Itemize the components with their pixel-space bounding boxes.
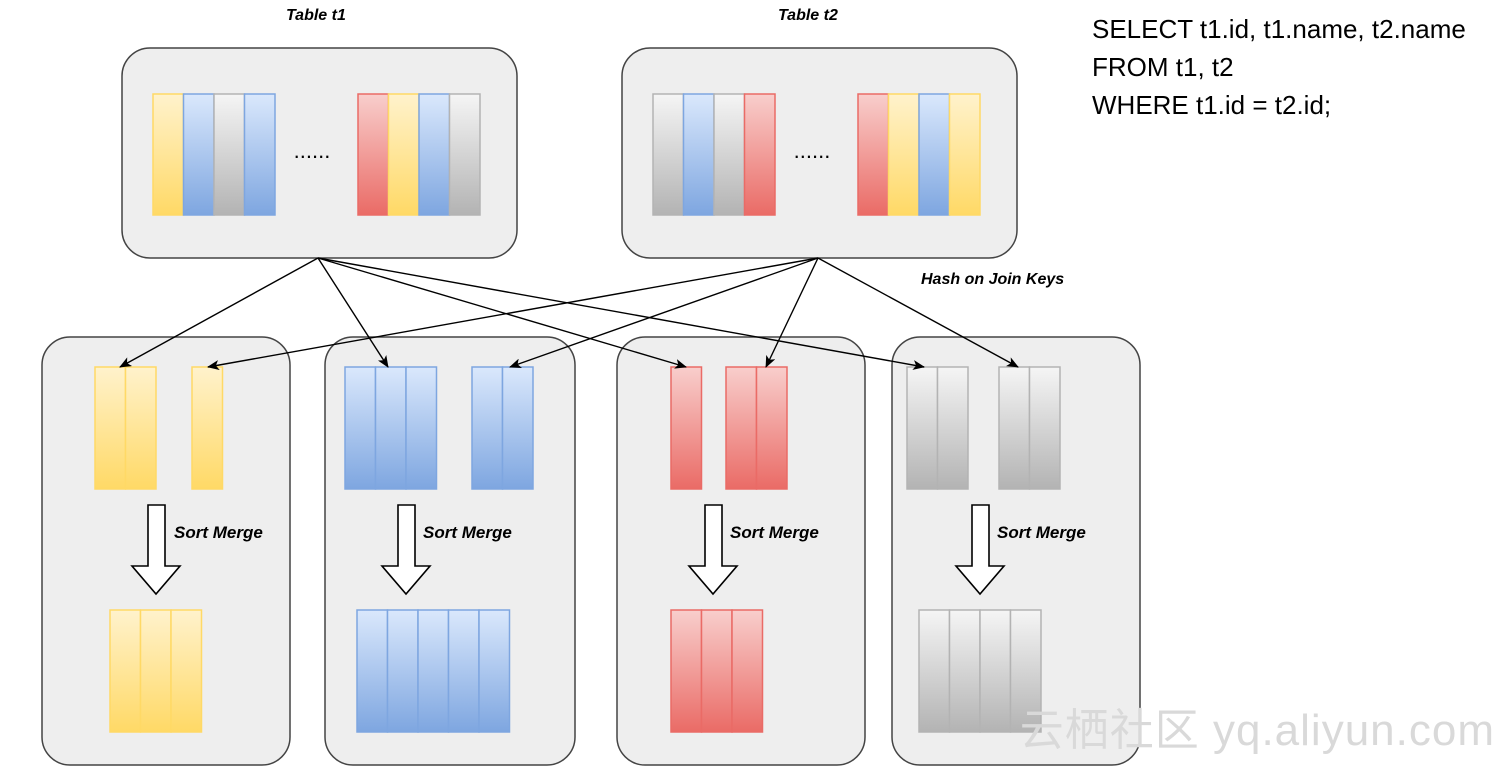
watermark: 云栖社区 yq.aliyun.com bbox=[1019, 706, 1495, 755]
partition-1-merged-column-2 bbox=[139, 609, 172, 733]
partition-4-merged-column-4 bbox=[1009, 609, 1042, 733]
partition-2-t1-column-1 bbox=[344, 366, 377, 490]
partition-1-merged-column-1 bbox=[109, 609, 142, 733]
sql-line-1: SELECT t1.id, t1.name, t2.name bbox=[1092, 14, 1466, 44]
arrow-t2-to-p2 bbox=[509, 257, 819, 369]
sort-merge-label-2: Sort Merge bbox=[423, 523, 512, 542]
partition-4-merged-column-3 bbox=[979, 609, 1012, 733]
partition-2-t1-column-3 bbox=[405, 366, 438, 490]
partition-1-t2-column-1 bbox=[191, 366, 224, 490]
partition-2-t1-column-2 bbox=[374, 366, 407, 490]
arrow-t1-to-p3 bbox=[317, 257, 687, 369]
partition-4-merged-column-2 bbox=[948, 609, 981, 733]
sort-merge-label-3: Sort Merge bbox=[730, 523, 819, 542]
hash-arrows-t1 bbox=[119, 257, 925, 370]
table-t2-column-right-4 bbox=[948, 93, 981, 216]
arrow-t1-to-p1 bbox=[119, 257, 319, 368]
partition-4-t2-column-2 bbox=[1028, 366, 1061, 490]
partition-3-t2-column-1 bbox=[725, 366, 758, 490]
partition-3-merged-column-2 bbox=[700, 609, 733, 733]
table-t1-column-left-2 bbox=[182, 93, 215, 216]
sort-merge-arrow-icon-2 bbox=[380, 504, 432, 596]
table-t2-column-right-2 bbox=[887, 93, 920, 216]
partition-4-t1-column-2 bbox=[936, 366, 969, 490]
partition-2-t2-column-1 bbox=[471, 366, 504, 490]
sql-line-2: FROM t1, t2 bbox=[1092, 52, 1234, 82]
partition-3-t1-column-1 bbox=[670, 366, 703, 490]
table-t2-column-left-4 bbox=[743, 93, 776, 216]
sql-query: SELECT t1.id, t1.name, t2.name FROM t1, … bbox=[1092, 10, 1466, 124]
table-t1-column-left-4 bbox=[243, 93, 276, 216]
sort-merge-arrow-icon-3 bbox=[687, 504, 739, 596]
partition-2-merged-column-4 bbox=[447, 609, 480, 733]
partition-1-t1-column-1 bbox=[94, 366, 127, 490]
t2-ellipsis: ...... bbox=[794, 138, 831, 163]
arrow-t1-to-p4 bbox=[317, 257, 925, 370]
partition-4-t1-column-1 bbox=[906, 366, 939, 490]
table-t1-column-right-1 bbox=[357, 93, 390, 216]
partition-3-t2-column-2 bbox=[755, 366, 788, 490]
partition-3-merged-column-1 bbox=[670, 609, 703, 733]
table-t2-column-left-3 bbox=[713, 93, 746, 216]
partition-2-merged-column-1 bbox=[356, 609, 389, 733]
sort-merge-arrow-icon-4 bbox=[954, 504, 1006, 596]
table-t2-column-left-1 bbox=[652, 93, 685, 216]
table-t1-column-left-1 bbox=[152, 93, 185, 216]
table-t2-title: Table t2 bbox=[778, 7, 838, 24]
arrow-t2-to-p1 bbox=[207, 257, 819, 370]
partition-2-merged-column-3 bbox=[417, 609, 450, 733]
sort-merge-label-4: Sort Merge bbox=[997, 523, 1086, 542]
t1-ellipsis: ...... bbox=[294, 138, 331, 163]
sort-merge-arrows bbox=[130, 504, 1006, 596]
sql-line-3: WHERE t1.id = t2.id; bbox=[1092, 90, 1332, 120]
arrow-t2-to-p4 bbox=[817, 257, 1019, 368]
sort-merge-label-1: Sort Merge bbox=[174, 523, 263, 542]
partition-1-t1-column-2 bbox=[124, 366, 157, 490]
table-t1-column-left-3 bbox=[213, 93, 246, 216]
partition-3-merged-column-3 bbox=[731, 609, 764, 733]
hash-arrows-t2 bbox=[207, 257, 1019, 370]
table-t1-title: Table t1 bbox=[286, 7, 346, 24]
sort-merge-arrow-icon-1 bbox=[130, 504, 182, 596]
table-t1-column-right-3 bbox=[418, 93, 451, 216]
hash-on-join-keys-label: Hash on Join Keys bbox=[921, 271, 1065, 288]
partition-4-t2-column-1 bbox=[998, 366, 1031, 490]
partition-2-merged-column-5 bbox=[478, 609, 511, 733]
table-t1-column-right-4 bbox=[448, 93, 481, 216]
table-t2-column-right-1 bbox=[857, 93, 890, 216]
arrow-t2-to-p3 bbox=[765, 257, 819, 368]
arrow-t1-to-p2 bbox=[317, 257, 389, 368]
partition-4-merged-column-1 bbox=[918, 609, 951, 733]
partition-2-t2-column-2 bbox=[501, 366, 534, 490]
table-t1-column-right-2 bbox=[387, 93, 420, 216]
table-t2-column-left-2 bbox=[682, 93, 715, 216]
table-t2-column-right-3 bbox=[918, 93, 951, 216]
partition-1-merged-column-3 bbox=[170, 609, 203, 733]
partition-2-merged-column-2 bbox=[386, 609, 419, 733]
